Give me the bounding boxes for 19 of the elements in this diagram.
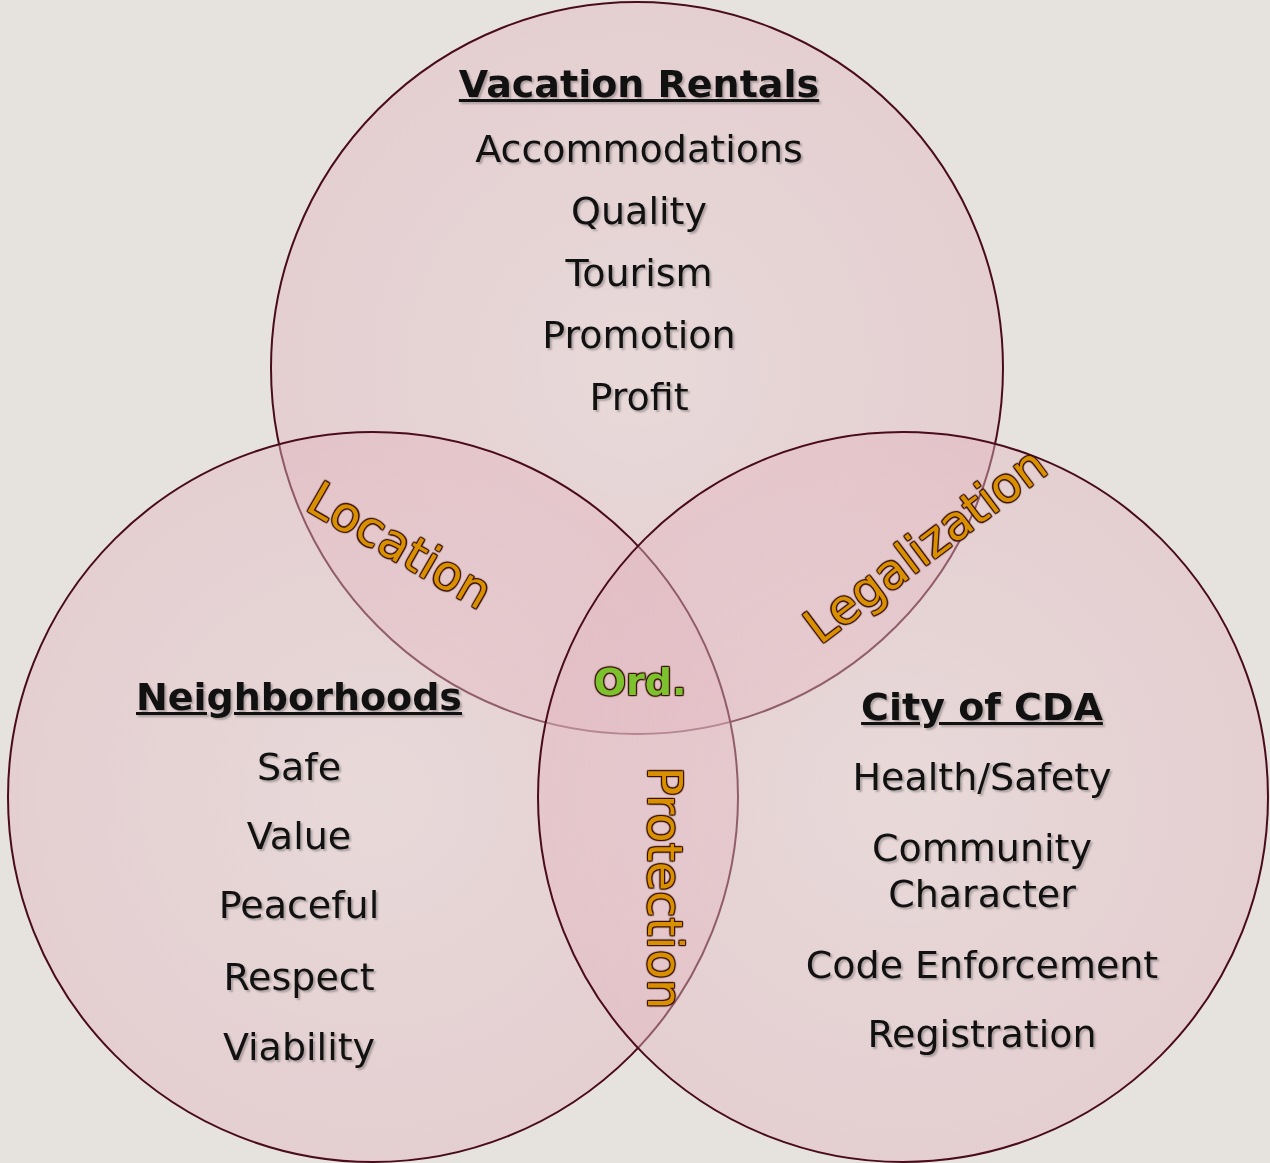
circle-item: Safe xyxy=(256,745,342,789)
circle-item: Profit xyxy=(589,375,689,419)
center-label: Ord. xyxy=(593,660,687,704)
circle-item: Health/Safety xyxy=(852,755,1112,799)
circle-item: Code Enforcement xyxy=(805,943,1159,987)
overlap-label: Protection xyxy=(637,766,693,1010)
circle-item: Viability xyxy=(222,1025,376,1069)
circle-item: Registration xyxy=(867,1012,1097,1056)
circle-item: Accommodations xyxy=(475,127,803,171)
circle-item: Peaceful xyxy=(218,883,380,927)
circle-heading: Neighborhoods xyxy=(136,675,462,719)
circle-item: Value xyxy=(246,814,352,858)
circle-item: Promotion xyxy=(542,313,736,357)
circle-item: Respect xyxy=(223,955,375,999)
circle-item: Quality xyxy=(571,189,707,233)
circle-item: Community Character xyxy=(871,826,1093,918)
circle-heading: Vacation Rentals xyxy=(458,62,820,106)
circle-heading: City of CDA xyxy=(861,685,1103,729)
circle-item: Tourism xyxy=(565,251,713,295)
